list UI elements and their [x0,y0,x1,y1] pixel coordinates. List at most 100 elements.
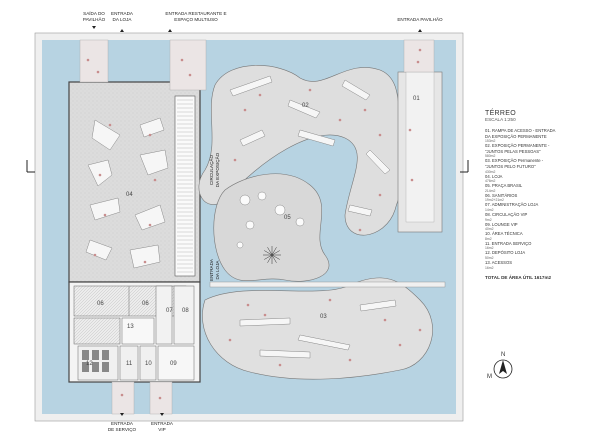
staircase [174,95,196,277]
legend-item-area: 580m2 [485,154,496,159]
legend-item: 13. ACESSOS [485,259,512,265]
visitor-dot [308,88,312,92]
visitor-dot [278,363,282,367]
visitor-dot [416,60,420,64]
legend-item-area: 40m2 [485,227,494,232]
label-servico-1: ENTRADA [111,421,134,426]
label-loja-side-2: DA LOJA [215,260,220,280]
entrance-arrows [92,26,422,416]
legend-item-area: 14m2 [485,207,494,212]
visitor-dot [153,178,157,182]
sculpture-icon [263,246,281,264]
label-servico-2: DE SERVIÇO [108,427,137,432]
legend-item-area: 19m2+21m2 [485,198,504,203]
visitor-dot [98,173,102,177]
visitor-dot [258,93,262,97]
room-04: 04 [126,192,133,198]
store-displays [85,117,169,269]
label-rest-1: ENTRADA RESTAURANTE E [165,11,226,16]
label-circ-2: DA EXPOSIÇÃO [214,152,220,187]
visitor-dot [410,178,414,182]
legend-item-area: 50m2 [485,255,494,260]
visitor-dot [383,318,387,322]
visitor-dot [120,393,124,397]
legend-item-area: 214m2 [485,188,496,193]
label-loja-1: ENTRADA [111,11,134,16]
legend-total: TOTAL DE ÁREA ÚTIL 1617m2 [485,274,552,280]
legend-item-area: 9m2 [485,217,492,222]
room-13: 13 [127,324,134,330]
visitor-dot [418,48,422,52]
visitor-dot [180,58,184,62]
exhibit-walls [229,75,397,359]
room-07: 07 [166,308,173,314]
section-markers [26,160,469,173]
entrance-paths [79,39,435,415]
legend-item: 10. ÁREA TÉCNICA [485,231,523,237]
visitor-dot [158,396,162,400]
legend-item: 11. ENTRADA SERVIÇO [485,240,532,246]
visitor-dot [86,58,90,62]
legend-item: 01. RAMPA DE ACESSO - ENTRADA [485,128,556,133]
visitor-dot [233,158,237,162]
visitor-dot [328,298,332,302]
legend-item-area: 16m2 [485,265,494,270]
legend-item: 08. CIRCULAÇÃO VIP [485,211,528,217]
terrace-edge [209,281,446,288]
visitor-dot [143,260,147,264]
visitor-dot [228,338,232,342]
praca-seats [236,191,305,249]
legend-scale: ESCALA 1:250 [485,117,516,122]
visitor-dot [338,118,342,122]
service-block [68,281,201,383]
room-12: 12 [86,361,93,367]
legend-item: 12. DEPÓSITO LOJA [485,250,526,256]
visitor-dot [418,328,422,332]
room-06b: 06 [142,301,149,307]
visitor-dot [378,193,382,197]
legend-item: "JUNTOS PELAS PESSOAS" [485,148,541,154]
legend-item: 09. LOUNGE VIP [485,221,518,227]
label-vip-1: ENTRADA [151,421,174,426]
room-03: 03 [320,314,327,320]
visitor-dot [378,133,382,137]
visitor-dot [93,253,97,257]
praca-brasil-area [213,173,330,282]
legend-item-area: 153m2 [485,139,496,144]
visitor-dot [243,108,247,112]
room-09: 09 [170,361,177,367]
visitor-dot [148,133,152,137]
visitor-dot [108,123,112,127]
room-10: 10 [145,361,152,367]
visitor-dot [358,228,362,232]
visitor-dot [348,358,352,362]
room-01: 01 [413,96,420,102]
legend-item: 06. SANITÁRIOS [485,192,518,198]
legend-item-area: 8m2 [485,236,492,241]
label-circ-1: CIRCULAÇÃO [208,155,214,186]
visitor-dot [103,213,107,217]
visitor-dot [263,313,267,317]
exhibition-02-area [198,65,409,236]
legend-panel: TÉRREO ESCALA 1:250 01. RAMPA DE ACESSO … [485,110,597,280]
visitor-dot [408,128,412,132]
legend-item: 05. PRAÇA BRASIL [485,183,523,189]
legend-item: 07. ADMINISTRAÇÃO LOJA [485,202,539,208]
label-saida-1: SAÍDA DO [83,10,105,16]
exhibition-03-area [202,277,433,380]
label-saida-2: PAVILHÃO [83,16,106,22]
visitor-dot [148,223,152,227]
visitor-dot [363,108,367,112]
label-pavilhao: ENTRADA PAVILHÃO [397,16,443,22]
m-letter: M [487,374,492,380]
legend-item: 03. EXPOSIÇÃO Permanente - [485,158,544,164]
room-02: 02 [302,103,309,109]
room-11: 11 [126,361,133,367]
label-loja-2: DA LOJA [113,17,133,22]
legend-item: 02. EXPOSIÇÃO PERMANENTE - [485,143,550,149]
room-06a: 06 [97,301,104,307]
visitor-figures [86,48,422,400]
legend-item: 04. LOJA [485,173,503,179]
